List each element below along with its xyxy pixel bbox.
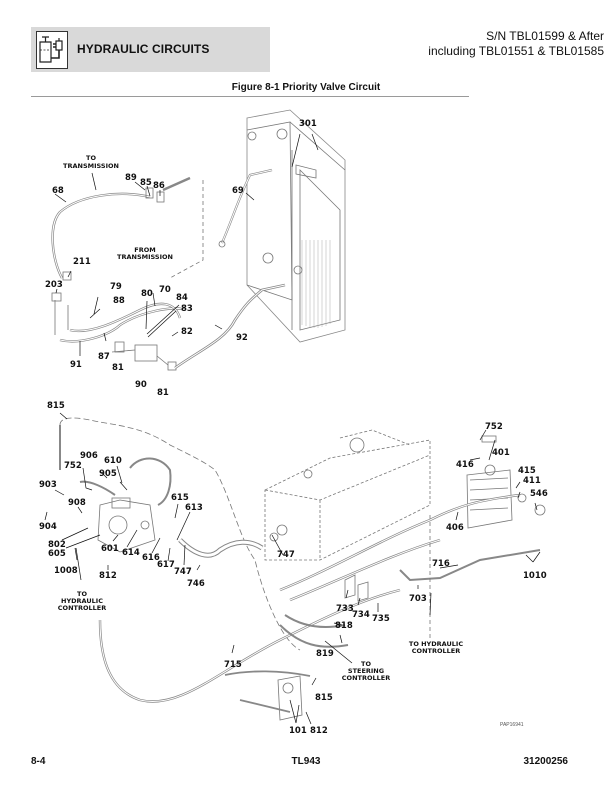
callout-616: 616 (142, 553, 160, 563)
callout-406: 406 (446, 523, 464, 533)
callout-81-b: 81 (157, 388, 169, 398)
callout-819: 819 (316, 649, 334, 659)
callout-734: 734 (352, 610, 370, 620)
callout-735: 735 (372, 614, 390, 624)
priority-valve-circuit-diagram: 301 68 89 85 86 69 211 203 79 88 80 70 8… (39, 109, 548, 736)
callout-908: 908 (68, 498, 86, 508)
callout-101: 101 (289, 726, 307, 736)
note-to-steering-controller-line-3: CONTROLLER (342, 674, 390, 682)
note-to-steering-controller-line-1: TO (361, 660, 371, 668)
callout-88: 88 (113, 296, 125, 306)
figure-reference-code: PAP16941 (500, 722, 524, 728)
callout-90: 90 (135, 380, 147, 390)
callout-411: 411 (523, 476, 541, 486)
note-to-hydraulic-controller-left-line-2: HYDRAULIC (61, 597, 103, 605)
callout-703: 703 (409, 594, 427, 604)
callout-617: 617 (157, 560, 175, 570)
callout-906: 906 (80, 451, 98, 461)
callout-610: 610 (104, 456, 122, 466)
model-name: TL943 (291, 756, 321, 767)
callout-69: 69 (232, 186, 244, 196)
callout-815-b: 815 (315, 693, 333, 703)
callout-83: 83 (181, 304, 193, 314)
callout-615: 615 (171, 493, 189, 503)
callout-1010: 1010 (523, 571, 547, 581)
callout-203: 203 (45, 280, 63, 290)
note-from-transmission-line-1: FROM (134, 246, 155, 254)
hydraulic-reservoir-icon (36, 31, 68, 69)
note-from-transmission-line-2: TRANSMISSION (117, 253, 173, 261)
callout-905: 905 (99, 469, 117, 479)
note-to-hydraulic-controller-left-line-3: CONTROLLER (58, 604, 106, 612)
manual-number: 31200256 (523, 756, 569, 767)
callout-812-a: 812 (99, 571, 117, 581)
callout-92: 92 (236, 333, 248, 343)
callout-416: 416 (456, 460, 474, 470)
callout-91: 91 (70, 360, 82, 370)
callout-89: 89 (125, 173, 137, 183)
section-title: HYDRAULIC CIRCUITS (77, 42, 210, 56)
priority-valve (97, 497, 156, 553)
control-valve (466, 464, 513, 529)
note-to-steering-controller-line-2: STEERING (348, 667, 384, 675)
callout-747-a: 747 (174, 567, 192, 577)
callout-815-a: 815 (47, 401, 65, 411)
callout-733: 733 (336, 604, 354, 614)
callout-614: 614 (122, 548, 140, 558)
callout-903: 903 (39, 480, 57, 490)
callout-546: 546 (530, 489, 548, 499)
callout-211: 211 (73, 257, 91, 267)
callout-70: 70 (159, 285, 171, 295)
callout-86: 86 (153, 181, 165, 191)
note-to-hydraulic-controller-right-line-1: TO HYDRAULIC (409, 640, 463, 648)
serial-range: S/N TBL01599 & After including TBL01551 … (380, 29, 604, 59)
callout-752-b: 752 (485, 422, 503, 432)
steering-unit (277, 675, 303, 721)
callout-746: 746 (187, 579, 205, 589)
callout-818: 818 (335, 621, 353, 631)
page-number: 8-4 (31, 756, 46, 767)
hydraulic-tank (264, 429, 431, 561)
callout-601: 601 (101, 544, 119, 554)
callout-401: 401 (492, 448, 510, 458)
note-to-transmission-line-1: TO (86, 154, 96, 162)
callout-812-b: 812 (310, 726, 328, 736)
figure-title: Figure 8-1 Priority Valve Circuit (231, 82, 381, 93)
callout-415: 415 (518, 466, 536, 476)
callout-605: 605 (48, 549, 66, 559)
callout-87: 87 (98, 352, 110, 362)
callout-752-a: 752 (64, 461, 82, 471)
callout-1008: 1008 (54, 566, 78, 576)
callout-613: 613 (185, 503, 203, 513)
callout-904: 904 (39, 522, 57, 532)
serial-line-1: S/N TBL01599 & After (486, 29, 604, 43)
oil-cooler (246, 109, 346, 343)
callout-85: 85 (140, 178, 152, 188)
callout-802: 802 (48, 540, 66, 550)
callout-80: 80 (141, 289, 153, 299)
callout-747-b: 747 (277, 550, 295, 560)
note-to-hydraulic-controller-right-line-2: CONTROLLER (412, 647, 460, 655)
serial-line-2: including TBL01551 & TBL01585 (428, 44, 604, 58)
callout-81-a: 81 (112, 363, 124, 373)
callout-84: 84 (176, 293, 188, 303)
callout-79: 79 (110, 282, 122, 292)
section-header: HYDRAULIC CIRCUITS (31, 27, 270, 72)
callout-301: 301 (299, 119, 317, 129)
note-to-transmission-line-2: TRANSMISSION (63, 162, 119, 170)
callout-82: 82 (181, 327, 193, 337)
callout-68: 68 (52, 186, 64, 196)
callout-715: 715 (224, 660, 242, 670)
header-divider (31, 96, 469, 97)
note-to-hydraulic-controller-left-line-1: TO (77, 590, 87, 598)
callout-716: 716 (432, 559, 450, 569)
